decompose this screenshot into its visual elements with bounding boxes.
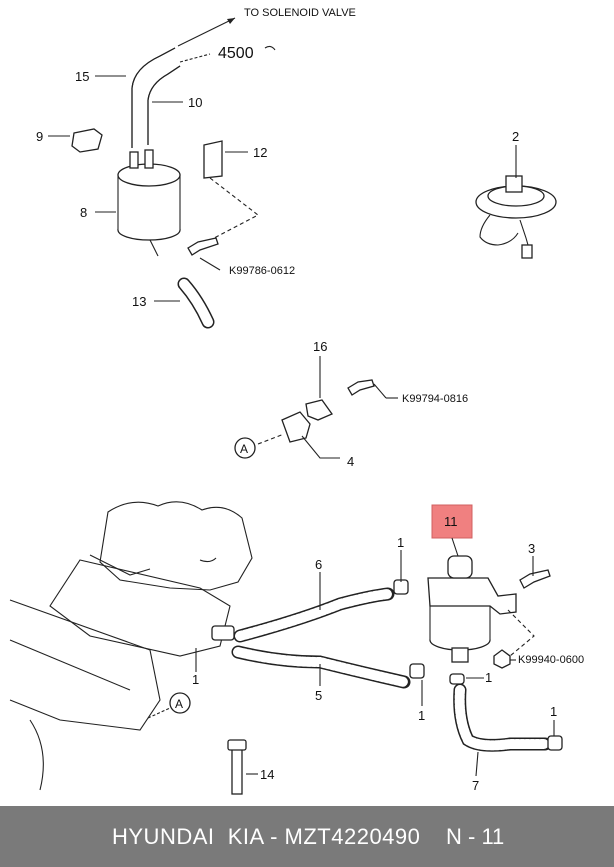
callout-2: 2: [512, 129, 519, 144]
solenoid-annotation: TO SOLENOID VALVE: [244, 7, 356, 19]
parts-diagram: TO SOLENOID VALVE 4500: [9, 7, 584, 795]
code-k99940-0600: K99940-0600: [518, 654, 584, 666]
callout-11: 11: [444, 514, 458, 529]
callout-8: 8: [80, 205, 87, 220]
callout-1-d: 1: [485, 670, 492, 685]
bracket-assembly: A 16 4 K99794-0816: [234, 339, 468, 469]
callout-3: 3: [528, 541, 535, 556]
bolt-14: 14: [227, 739, 274, 795]
callout-1-c: 1: [418, 708, 425, 723]
ref-a-lower: A: [175, 697, 183, 711]
fuel-hoses: 6 5 1 1 1: [192, 535, 425, 723]
hose-7: 1 7: [453, 683, 563, 793]
code-k99786-0612: K99786-0612: [229, 265, 295, 277]
callout-13: 13: [132, 294, 146, 309]
annotation-4500: 4500: [218, 45, 254, 62]
callout-1-e: 1: [550, 704, 557, 719]
highlight-box-11: [431, 504, 473, 539]
ref-a-upper: A: [240, 442, 248, 456]
callout-5: 5: [315, 688, 322, 703]
engine-outline: A: [9, 501, 253, 791]
callout-4: 4: [347, 454, 354, 469]
callout-14: 14: [260, 767, 274, 782]
canister-assembly: TO SOLENOID VALVE 4500: [36, 7, 356, 329]
code-k99794-0816: K99794-0816: [402, 393, 468, 405]
footer-page-number: N - 11: [446, 824, 505, 849]
callout-6: 6: [315, 557, 322, 572]
callout-1-a: 1: [397, 535, 404, 550]
callout-12: 12: [253, 145, 267, 160]
footer-title: HYUNDAI KIA - MZT4220490: [112, 824, 421, 849]
callout-9: 9: [36, 129, 43, 144]
callout-16: 16: [313, 339, 327, 354]
callout-7: 7: [472, 778, 479, 793]
callout-1-b: 1: [192, 672, 199, 687]
fuel-filter-assembly: 11 3 K99940-0600 1: [427, 504, 584, 685]
callout-10: 10: [188, 95, 202, 110]
pump-assembly: 2: [475, 129, 557, 259]
callout-15: 15: [75, 69, 89, 84]
footer-bar: HYUNDAI KIA - MZT4220490 N - 11: [0, 806, 614, 867]
